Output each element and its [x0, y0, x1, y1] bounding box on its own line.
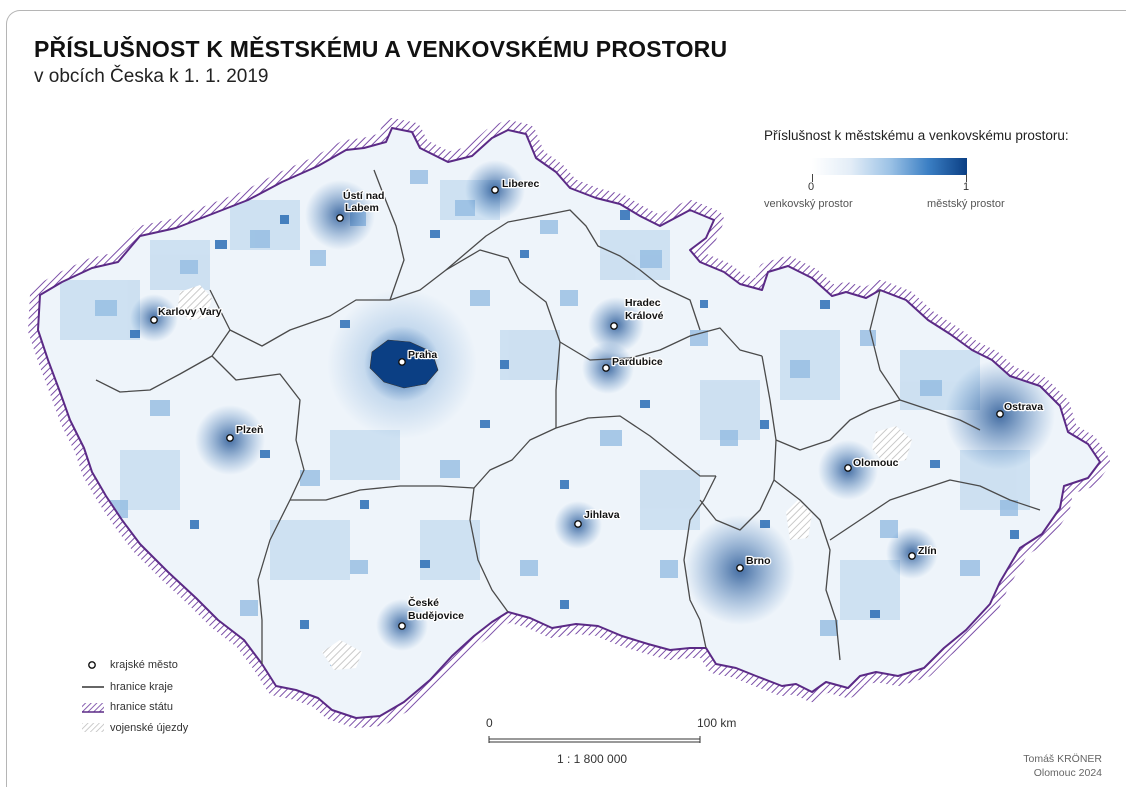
svg-text:České: České	[408, 596, 439, 609]
svg-text:Ústí nad: Ústí nad	[343, 189, 384, 202]
svg-text:Olomouc: Olomouc	[853, 457, 899, 469]
legend-max-label: městský prostor	[927, 198, 1005, 210]
svg-text:Hradec: Hradec	[625, 297, 661, 309]
legend-tick-max	[966, 174, 967, 182]
symbol-legend-icons	[82, 661, 104, 732]
svg-text:Jihlava: Jihlava	[584, 509, 620, 521]
legend-item-state-border: hranice státu	[110, 701, 173, 713]
city-brno[interactable]: Brno	[736, 554, 772, 572]
scale-start-label: 0	[486, 716, 493, 730]
svg-text:Ostrava: Ostrava	[1004, 401, 1043, 413]
city-zlin[interactable]: Zlín	[908, 544, 938, 560]
svg-text:Labem: Labem	[345, 202, 379, 214]
city-ostrava[interactable]: Ostrava	[996, 400, 1045, 418]
svg-text:Budějovice: Budějovice	[408, 610, 464, 622]
svg-text:Plzeň: Plzeň	[236, 424, 263, 436]
author-credit: Tomáš KRÖNER Olomouc 2024	[1023, 752, 1102, 780]
scale-ratio: 1 : 1 800 000	[557, 752, 628, 766]
svg-text:Karlovy Vary: Karlovy Vary	[158, 306, 222, 318]
scale-end-label: 100 km	[697, 716, 737, 730]
scale-bar	[488, 736, 701, 743]
svg-text:Zlín: Zlín	[918, 545, 937, 557]
legend-max-value: 1	[963, 181, 970, 193]
legend-gradient-bar	[812, 158, 967, 175]
svg-text:Králové: Králové	[625, 310, 664, 322]
legend-item-military-area: vojenské újezdy	[110, 722, 189, 734]
legend-min-value: 0	[808, 181, 815, 193]
city-karlovy-vary[interactable]: Karlovy Vary	[150, 305, 223, 324]
city-plzen[interactable]: Plzeň	[226, 423, 265, 442]
legend-min-label: venkovský prostor	[764, 198, 853, 210]
legend-item-region-border: hranice kraje	[110, 681, 173, 693]
map-title: PŘÍSLUŠNOST K MĚSTSKÉMU A VENKOVSKÉMU PR…	[34, 36, 728, 62]
city-jihlava[interactable]: Jihlava	[574, 508, 621, 528]
legend-title: Příslušnost k městskému a venkovskému pr…	[764, 128, 1069, 143]
svg-text:Liberec: Liberec	[502, 178, 540, 190]
svg-text:Praha: Praha	[408, 349, 437, 361]
author-place-year: Olomouc 2024	[1033, 767, 1102, 779]
city-praha[interactable]: Praha	[398, 348, 439, 366]
hatch-purple-icon	[82, 703, 104, 712]
region-borders	[95, 169, 1041, 664]
map-subtitle: v obcích Česka k 1. 1. 2019	[34, 66, 269, 87]
author-name: Tomáš KRÖNER	[1023, 753, 1102, 765]
hatch-gray-icon	[82, 723, 104, 732]
legend-tick-min	[812, 174, 813, 182]
city-olomouc[interactable]: Olomouc	[844, 456, 900, 472]
city-pardubice[interactable]: Pardubice	[602, 355, 664, 372]
circle-icon	[88, 661, 96, 669]
svg-text:Brno: Brno	[746, 555, 771, 567]
svg-text:Pardubice: Pardubice	[612, 356, 663, 368]
city-liberec[interactable]: Liberec	[491, 177, 541, 194]
legend-item-regional-city: krajské město	[110, 659, 178, 671]
